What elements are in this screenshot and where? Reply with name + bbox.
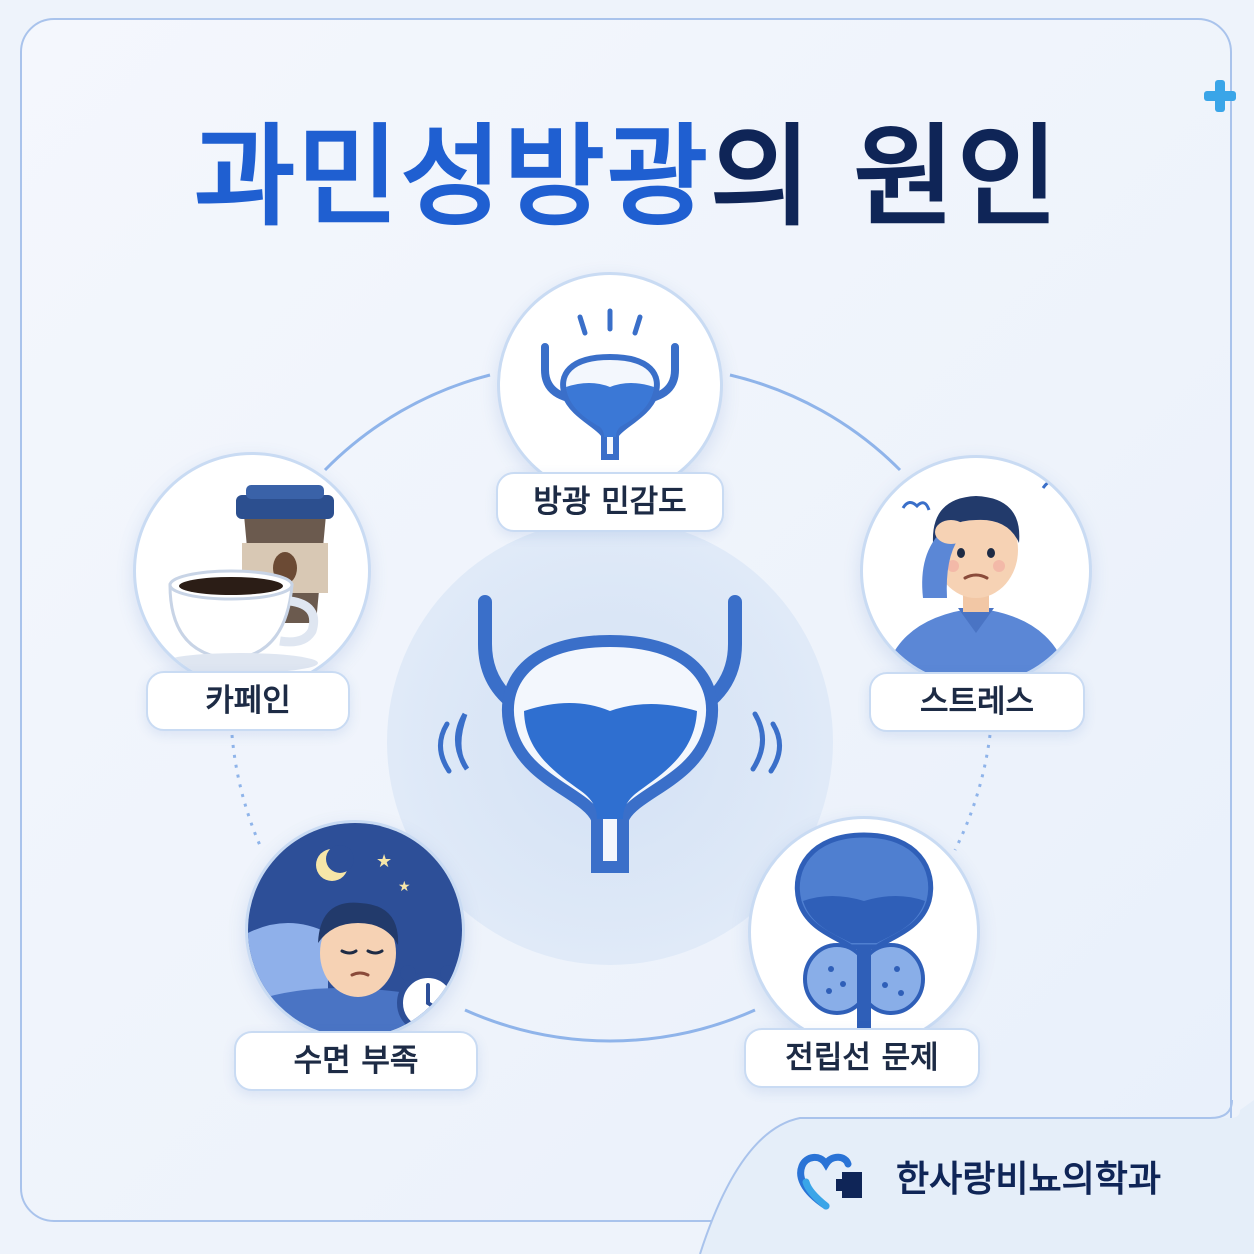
stressed-man-icon [883, 479, 1081, 684]
heart-cross-logo-icon [797, 1153, 862, 1210]
node-sleep: ★ ★ [245, 820, 465, 1040]
label-caffeine: 카페인 [146, 671, 350, 731]
sleeping-man-icon: ★ ★ [248, 823, 462, 1037]
prostate-icon [794, 832, 934, 1029]
brand-name: 한사랑비뇨의학과 [896, 1159, 1161, 1200]
label-stress: 스트레스 [869, 672, 1085, 732]
coffee-icon [162, 485, 334, 673]
label-sleep-deprivation: 수면 부족 [234, 1031, 478, 1091]
node-prostate [748, 816, 980, 1048]
node-stress [860, 455, 1092, 687]
label-prostate-problem: 전립선 문제 [744, 1028, 980, 1088]
svg-text:★: ★ [398, 879, 411, 895]
bladder-icon [438, 595, 782, 873]
node-caffeine [133, 452, 371, 690]
page-title: 과민성방광의 원인 [0, 112, 1254, 242]
footer-band [699, 1100, 1254, 1254]
svg-text:★: ★ [376, 851, 392, 872]
title-rest: 의 원인 [710, 113, 1060, 241]
label-bladder-sensitivity: 방광 민감도 [496, 472, 724, 532]
bladder-icon [541, 308, 679, 460]
node-bladder [497, 272, 723, 498]
plus-icon [1204, 80, 1236, 112]
title-highlight: 과민성방광 [194, 113, 711, 241]
